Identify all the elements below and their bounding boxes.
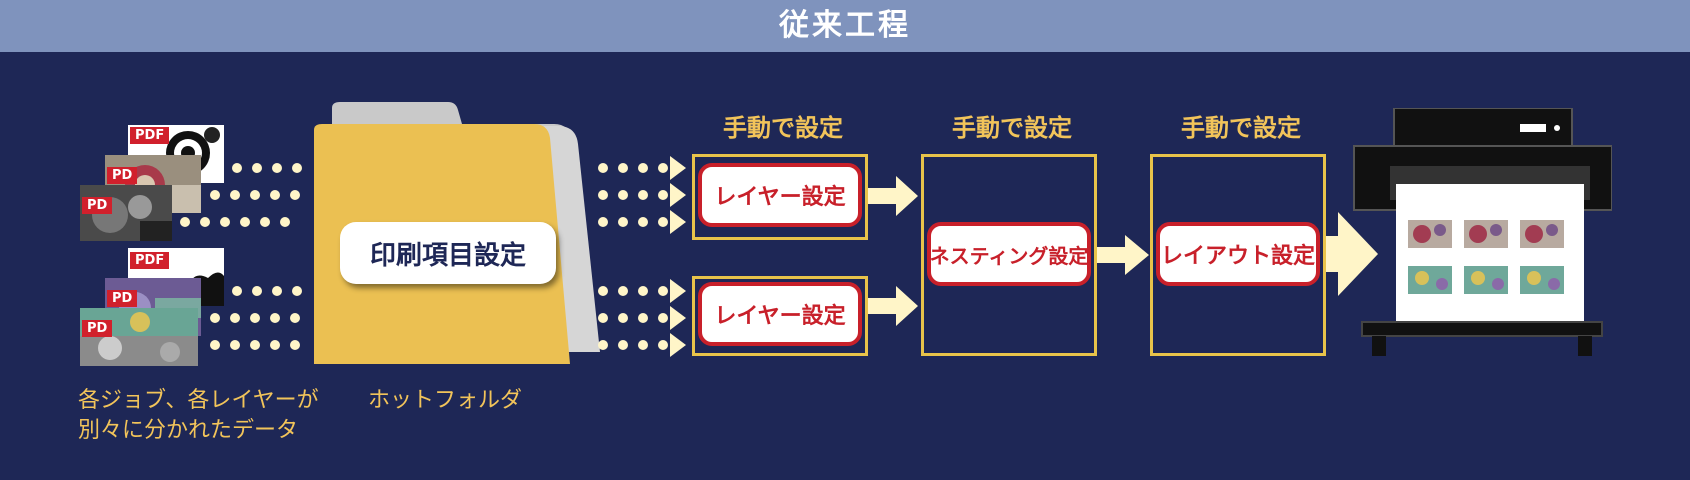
dot-connector	[598, 340, 668, 350]
layout-frame	[1150, 154, 1326, 356]
arrow-icon	[868, 176, 918, 326]
layout-settings-button[interactable]: レイアウト設定	[1156, 222, 1320, 286]
step-heading: 手動で設定	[1181, 114, 1301, 142]
arrowhead-icon	[670, 156, 686, 357]
nesting-settings-button[interactable]: ネスティング設定	[927, 222, 1091, 286]
pdf-thumb: PD	[80, 185, 172, 241]
pdf-tag: PDF	[130, 127, 170, 144]
layer-frame	[692, 276, 868, 356]
printed-pattern-icon	[1408, 220, 1564, 294]
printer-icon	[1353, 108, 1612, 356]
dot-connector	[180, 217, 290, 227]
pd-tag: PD	[82, 197, 113, 214]
data-caption-line2: 別々に分かれたデータ	[78, 418, 299, 443]
data-caption: 各ジョブ、各レイヤーが 別々に分かれたデータ	[78, 386, 319, 446]
layer-settings-button[interactable]: レイヤー設定	[698, 282, 862, 346]
data-caption-line1: 各ジョブ、各レイヤーが	[78, 388, 319, 413]
pd-tag: PD	[82, 320, 113, 337]
dot-connector	[598, 217, 668, 227]
arrow-icon	[1097, 235, 1149, 275]
dot-connector	[598, 286, 668, 296]
arrow-icon	[1326, 212, 1378, 296]
hot-folder-caption: ホットフォルダ	[368, 388, 523, 413]
dot-connector	[232, 286, 302, 296]
nesting-frame	[921, 154, 1097, 356]
paisley-pattern-icon	[80, 308, 198, 366]
pd-tag: PD	[107, 167, 138, 184]
dot-connector	[598, 163, 668, 173]
pdf-tag: PDF	[130, 252, 170, 269]
dot-connector	[232, 163, 302, 173]
dot-connector	[598, 313, 668, 323]
page-title: 従来工程	[0, 0, 1690, 52]
dot-connector	[598, 190, 668, 200]
layer-frame	[692, 154, 868, 240]
pd-tag: PD	[107, 290, 138, 307]
print-settings-button[interactable]: 印刷項目設定	[340, 222, 556, 284]
dot-connector	[210, 190, 300, 200]
step-heading: 手動で設定	[723, 114, 843, 142]
layer-settings-button[interactable]: レイヤー設定	[698, 163, 862, 227]
dot-connector	[210, 313, 300, 323]
step-heading: 手動で設定	[952, 114, 1072, 142]
pdf-thumb: PD	[80, 308, 198, 366]
dot-connector	[210, 340, 300, 350]
